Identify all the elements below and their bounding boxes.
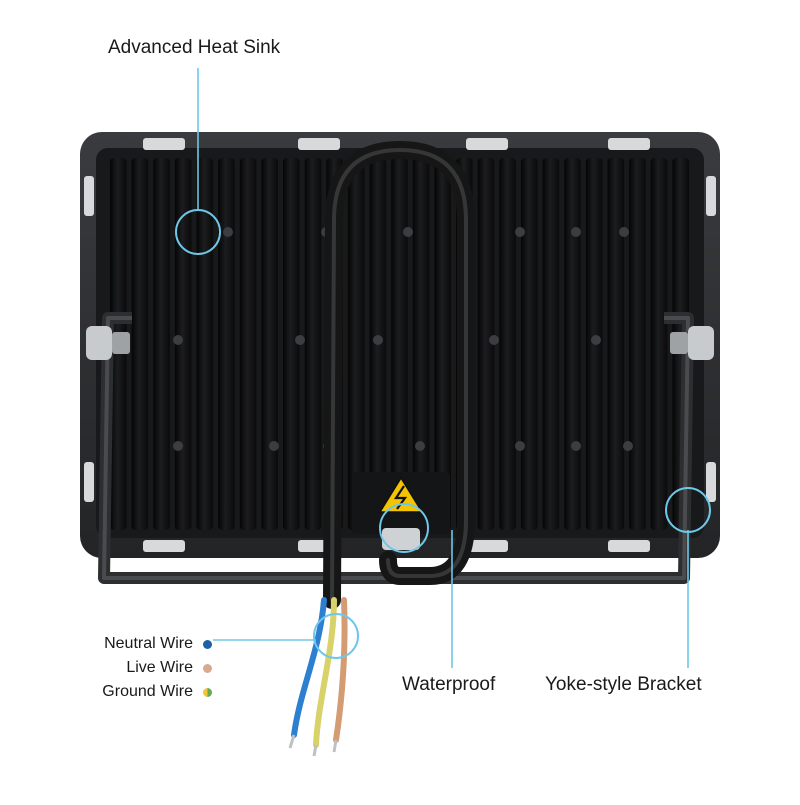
heat-sink-fin [477, 158, 495, 530]
heat-sink-fin [283, 158, 300, 530]
callout-heat-sink: Advanced Heat Sink [108, 37, 281, 58]
heat-sink-fin [239, 158, 257, 530]
live-wire-dot [203, 663, 212, 673]
screw-hole [223, 227, 233, 237]
heat-sink-fin [629, 158, 646, 530]
neutral-wire-dot [203, 639, 212, 649]
screw-hole [571, 441, 581, 451]
wire-legend-label: Neutral Wire [104, 635, 193, 652]
heat-sink-fin [542, 158, 560, 530]
wire-legend-label: Live Wire [126, 659, 193, 676]
screw-hole [571, 227, 581, 237]
screw-hole [489, 335, 499, 345]
heat-sink-fin [521, 158, 538, 530]
wire-legend-item: Neutral Wire [102, 632, 212, 656]
screw-hole [415, 441, 425, 451]
screw-hole [403, 227, 413, 237]
wire-legend-label: Ground Wire [102, 683, 193, 700]
heat-sink-fin [153, 158, 170, 530]
screw-hole [623, 441, 633, 451]
heat-sink-fin [650, 158, 668, 530]
screw-hole [295, 335, 305, 345]
callout-leaders [175, 68, 711, 668]
heat-sink-fin [304, 158, 322, 530]
screw-hole [173, 441, 183, 451]
screw-hole [373, 335, 383, 345]
heat-sink-fin [607, 158, 625, 530]
screw-hole [515, 441, 525, 451]
heat-sink-fin [131, 158, 149, 530]
screw-hole [269, 441, 279, 451]
screw-hole [173, 335, 183, 345]
bracket-knob-left [86, 326, 130, 360]
heat-sink-fin [564, 158, 581, 530]
cable-gland [382, 528, 420, 550]
heat-sink-fin [412, 158, 430, 530]
wire-legend-item: Ground Wire [102, 680, 212, 704]
callout-yoke-bracket: Yoke-style Bracket [545, 674, 702, 695]
callout-waterproof: Waterproof [402, 674, 496, 695]
wire-legend-item: Live Wire [102, 656, 212, 680]
heat-sink-fin [261, 158, 278, 530]
screw-hole [619, 227, 629, 237]
screw-hole [591, 335, 601, 345]
screw-hole [515, 227, 525, 237]
ground-wire-dot [203, 687, 212, 697]
heat-sink-fin [347, 158, 365, 530]
wire-legend: Neutral Wire Live Wire Ground Wire [102, 632, 212, 704]
bracket-knob-right [670, 326, 714, 360]
heat-sink-fin [218, 158, 235, 530]
heat-sink-fin [499, 158, 516, 530]
heat-sink-fin [434, 158, 451, 530]
heat-sink-fin [391, 158, 408, 530]
